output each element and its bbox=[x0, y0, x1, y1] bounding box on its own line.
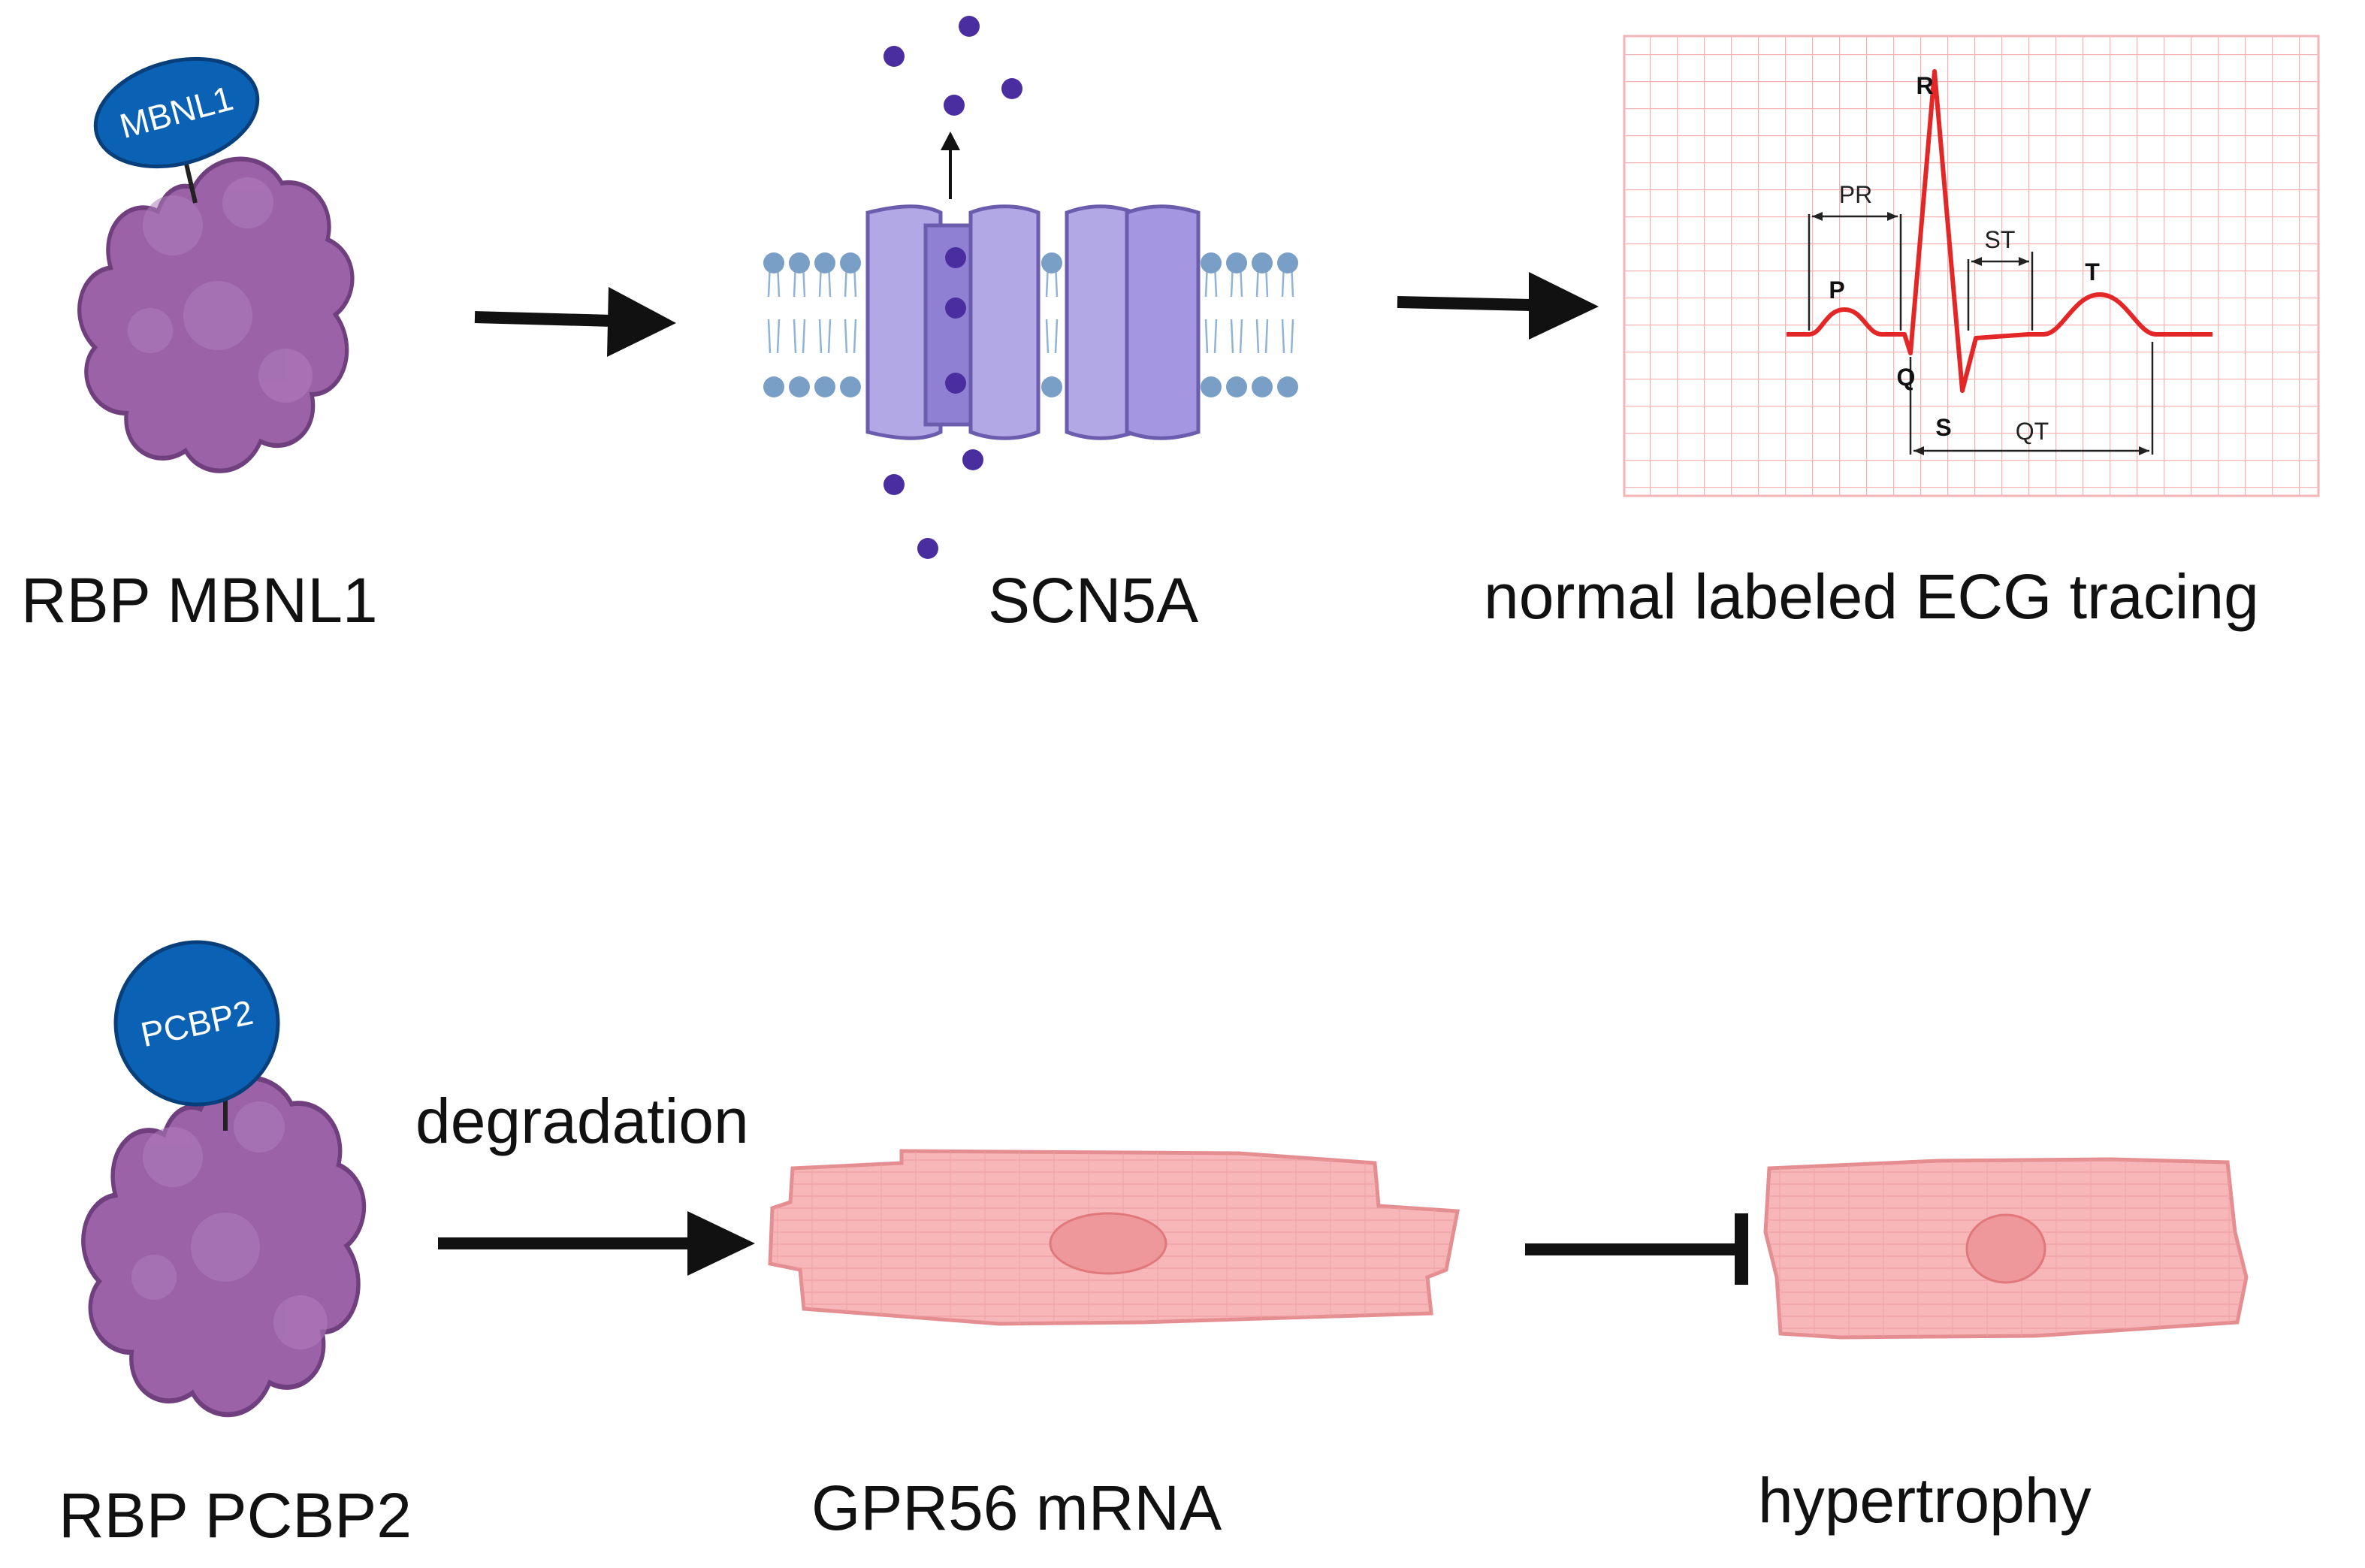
lipid-head bbox=[840, 252, 861, 273]
arrow-1 bbox=[474, 287, 676, 357]
cardiomyocyte-normal bbox=[768, 1149, 1460, 1326]
lipid-head bbox=[763, 252, 784, 273]
ecg-trace bbox=[1787, 69, 2212, 393]
mbnl1-protein: MBNL1 bbox=[80, 56, 352, 471]
ecg-r-label: R bbox=[1916, 72, 1933, 99]
lipid-head bbox=[1041, 252, 1062, 273]
lipid-head bbox=[1252, 252, 1273, 273]
ecg-qt-label: QT bbox=[2016, 418, 2049, 445]
lipid-head bbox=[789, 376, 810, 397]
lipid-head bbox=[1226, 376, 1247, 397]
ecg-st-label: ST bbox=[1985, 226, 2016, 253]
lipid-head bbox=[789, 252, 810, 273]
pcbp2-protein: PCBP2 bbox=[83, 940, 364, 1415]
hypertrophy-label: hypertrophy bbox=[1758, 1465, 2092, 1536]
arrow-3 bbox=[438, 1211, 755, 1276]
nucleus bbox=[1049, 1212, 1167, 1275]
ecg-pr-label: PR bbox=[1839, 181, 1872, 208]
ecg-q-label: Q bbox=[1897, 364, 1916, 391]
mbnl1-tag bbox=[93, 56, 260, 169]
ecg-grid bbox=[1623, 35, 2320, 497]
sodium-ions bbox=[883, 16, 1022, 559]
lipid-head bbox=[814, 252, 835, 273]
gpr56-label: GPR56 mRNA bbox=[811, 1473, 1222, 1543]
ecg-p-label: P bbox=[1829, 276, 1844, 304]
rbp-mbnl1-label: RBP MBNL1 bbox=[21, 565, 378, 636]
inhibition-arrow bbox=[1525, 1213, 1748, 1285]
lipid-head bbox=[1277, 376, 1298, 397]
lipid-head bbox=[840, 376, 861, 397]
ecg-label: normal labeled ECG tracing bbox=[1484, 561, 2259, 632]
pcbp2-tag bbox=[113, 940, 280, 1107]
ecg-chart: R P Q S T PR ST QT bbox=[1623, 35, 2320, 497]
lipid-head bbox=[1277, 252, 1298, 273]
lipid-head bbox=[1041, 376, 1062, 397]
lipid-head bbox=[814, 376, 835, 397]
ecg-t-label: T bbox=[2085, 258, 2100, 286]
degradation-label: degradation bbox=[415, 1086, 749, 1156]
lipid-head bbox=[763, 376, 784, 397]
lipid-head bbox=[1226, 252, 1247, 273]
scn5a-label: SCN5A bbox=[988, 565, 1199, 636]
cardiomyocyte-hypertrophy bbox=[1763, 1157, 2249, 1340]
nucleus bbox=[1965, 1213, 2046, 1284]
arrow-2 bbox=[1397, 272, 1599, 340]
rbp-pcbp2-label: RBP PCBP2 bbox=[59, 1480, 412, 1551]
lipid-head bbox=[1201, 376, 1222, 397]
lipid-head bbox=[1201, 252, 1222, 273]
lipid-head bbox=[1252, 376, 1273, 397]
ecg-s-label: S bbox=[1935, 414, 1951, 441]
scn5a-channel bbox=[763, 16, 1298, 559]
